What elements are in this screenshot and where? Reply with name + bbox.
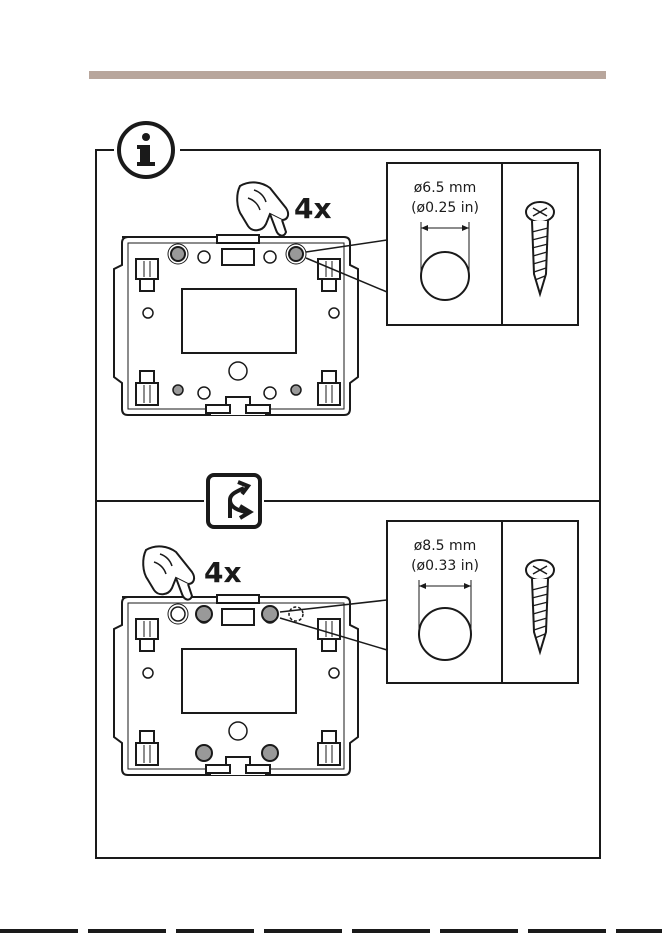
page-footer-rule [0, 929, 662, 933]
split-arrows-icon [208, 475, 260, 527]
bracket-drawing-info [114, 235, 358, 415]
hole-diameter-mm-alternative: ø8.5 mm [387, 536, 503, 557]
hole-diameter-mm-info: ø6.5 mm [387, 178, 503, 199]
hole-diameter-in-info: (ø0.25 in) [387, 198, 503, 219]
hole-diameter-in-alternative: (ø0.33 in) [387, 556, 503, 577]
pointing-hand-icon-2 [143, 546, 194, 599]
screw-count-label-info: 4x [294, 192, 332, 225]
bracket-drawing-alternative [114, 595, 358, 775]
screw-count-label-alternative: 4x [204, 556, 242, 589]
pointing-hand-icon [237, 182, 288, 235]
info-circle-icon [119, 123, 173, 177]
